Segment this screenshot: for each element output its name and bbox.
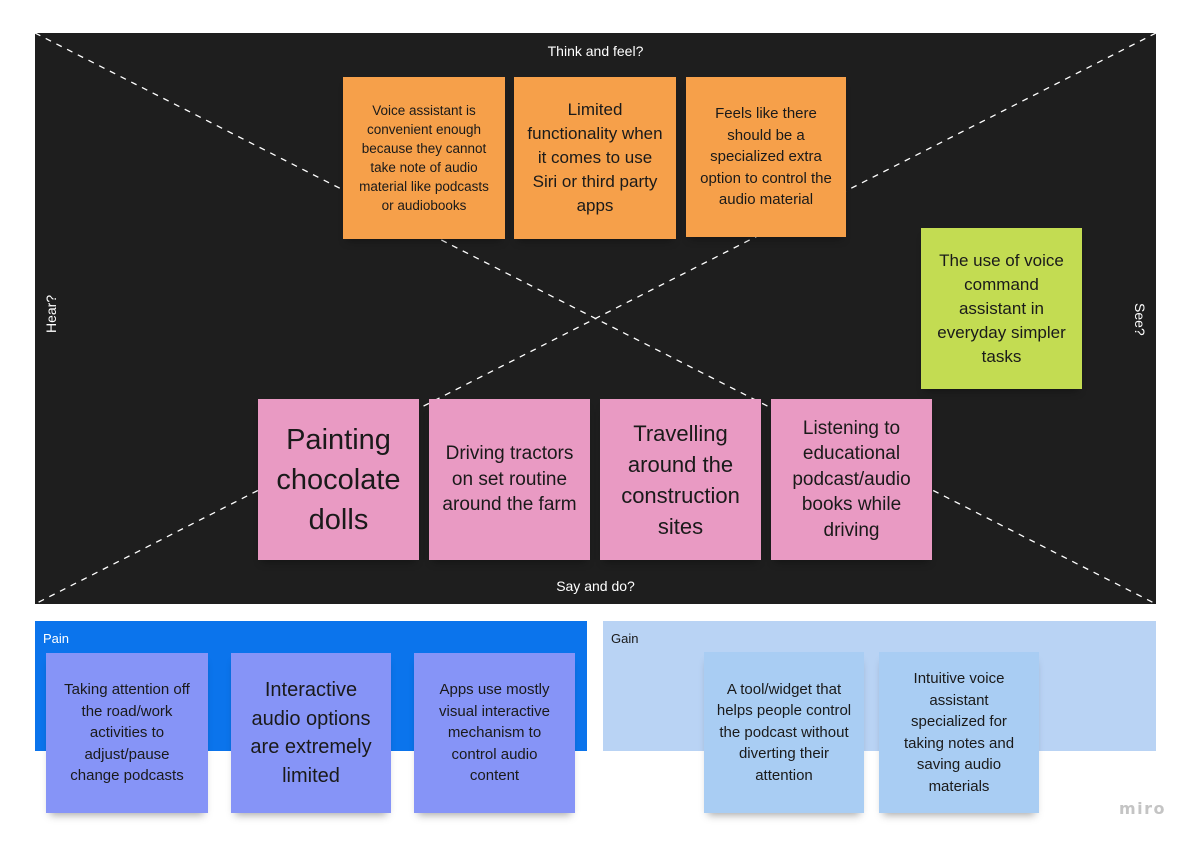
diagonal-dividers [35, 33, 1156, 604]
sticky-note-think-2[interactable]: Limited functionality when it comes to u… [514, 77, 676, 239]
pain-label: Pain [43, 631, 70, 646]
quadrant-label-think-feel: Think and feel? [547, 43, 644, 59]
miro-logo: miro [1119, 799, 1167, 818]
sticky-note-gain-1[interactable]: A tool/widget that helps people control … [704, 652, 864, 813]
sticky-note-say-1[interactable]: Painting chocolate dolls [258, 399, 419, 560]
sticky-note-think-3[interactable]: Feels like there should be a specialized… [686, 77, 846, 237]
quadrant-label-see: See? [1132, 303, 1148, 336]
sticky-note-think-1[interactable]: Voice assistant is convenient enough bec… [343, 77, 505, 239]
sticky-note-gain-2[interactable]: Intuitive voice assistant specialized fo… [879, 652, 1039, 813]
sticky-note-pain-3[interactable]: Apps use mostly visual interactive mecha… [414, 653, 575, 813]
sticky-note-say-4[interactable]: Listening to educational podcast/audio b… [771, 399, 932, 560]
sticky-note-see-1[interactable]: The use of voice command assistant in ev… [921, 228, 1082, 389]
sticky-note-say-3[interactable]: Travelling around the construction sites [600, 399, 761, 560]
sticky-note-say-2[interactable]: Driving tractors on set routine around t… [429, 399, 590, 560]
gain-label: Gain [611, 631, 639, 646]
quadrant-label-hear: Hear? [43, 294, 59, 333]
sticky-note-pain-1[interactable]: Taking attention off the road/work activ… [46, 653, 208, 813]
quadrant-label-say-do: Say and do? [556, 578, 635, 594]
sticky-note-pain-2[interactable]: Interactive audio options are extremely … [231, 653, 391, 813]
